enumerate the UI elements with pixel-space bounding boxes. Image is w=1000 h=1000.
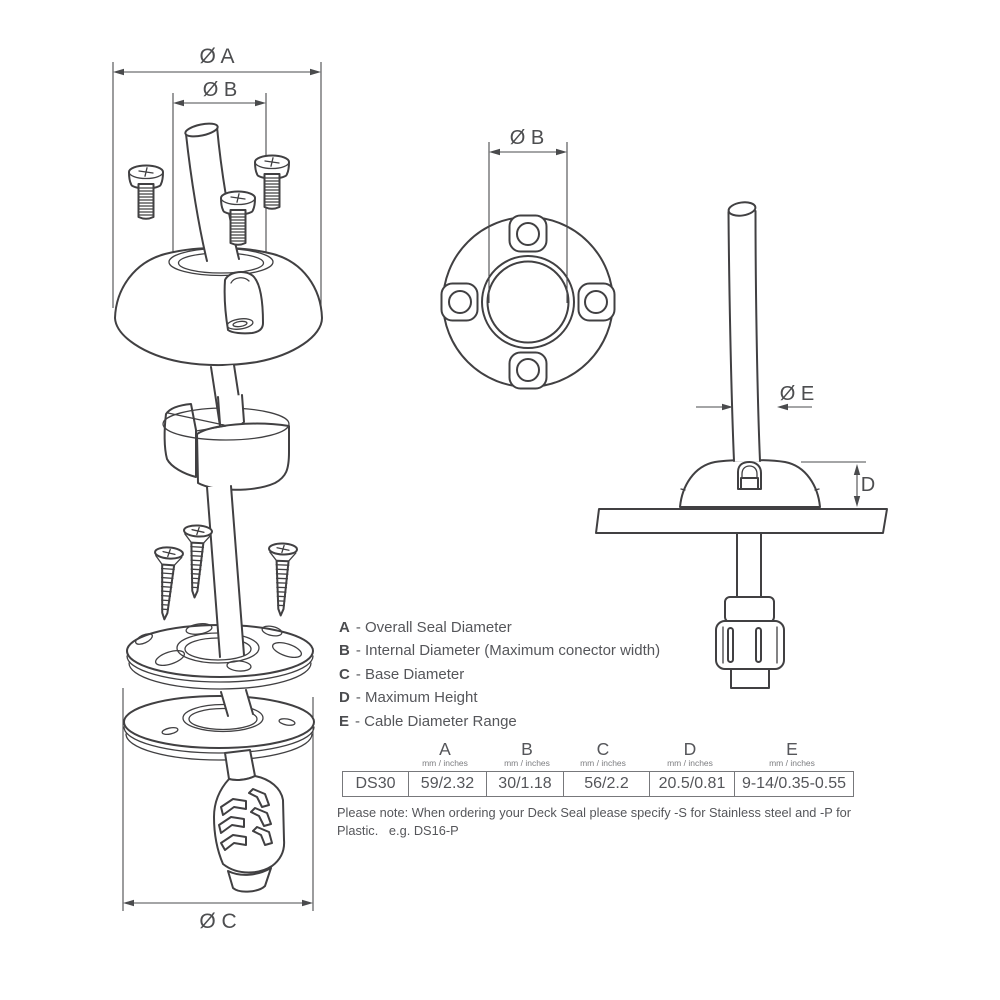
column-unit: mm / inches [504,758,550,768]
spec-table: A mm / inches B mm / inches C mm / inche… [342,739,854,797]
screw-tab-left [440,282,479,322]
dimension-lines-left [112,62,322,911]
gasket-disc [123,689,315,761]
legend-letter: B [339,642,350,660]
top-view [440,142,616,390]
tapping-screw-middle [179,523,214,600]
legend-letter: C [339,665,350,683]
dimension-lines-sideview [696,403,866,507]
value-cell-d: 20.5/0.81 [649,772,734,796]
cable-through-flange [206,485,245,658]
legend-item-a: A - Overall Seal Diameter [339,616,660,639]
dim-label-internal-diameter-topview: Ø B [510,127,544,149]
exploded-view [114,122,323,893]
model-cell: DS30 [355,775,396,792]
dim-label-cable-diameter: Ø E [780,383,814,405]
legend-desc: - Cable Diameter Range [355,712,517,730]
column-letter: D [683,739,697,759]
screw-tab-right [577,282,616,322]
dome-snout [223,271,264,335]
value-cell-a: 59/2.32 [408,772,486,796]
value-cell-c: 56/2.2 [563,772,649,796]
dimension-lines-topview [488,142,568,303]
legend-item-b: B - Internal Diameter (Maximum conector … [339,639,660,662]
value-cell-e: 9-14/0.35-0.55 [734,772,853,796]
deck-board [595,508,888,534]
tapping-screw-left [149,545,185,622]
column-letter: B [521,739,533,759]
legend-desc: - Overall Seal Diameter [355,619,512,636]
side-view [595,201,888,689]
legend-item-c: C - Base Diameter [339,663,660,686]
side-cable [727,201,761,462]
column-header-e: E mm / inches [744,739,840,768]
spec-table-header: A mm / inches B mm / inches C mm / inche… [342,739,854,771]
dome-cap [114,247,323,366]
dim-label-overall-diameter: Ø A [199,45,234,68]
column-unit: mm / inches [580,758,626,768]
column-header-d: D mm / inches [642,739,738,768]
dim-label-internal-diameter: Ø B [203,79,237,101]
connector-boot [213,749,286,893]
tapping-screw-right [265,542,299,617]
legend-letter: A [339,619,350,636]
note-line-2: Plastic. e.g. DS16-P [337,822,459,838]
legend-item-e: E - Cable Diameter Range [339,710,660,733]
column-unit: mm / inches [667,758,713,768]
ordering-note: Please note: When ordering your Deck Sea… [337,804,889,839]
note-line-1: Please note: When ordering your Deck Sea… [337,805,852,820]
spec-table-row: DS30 59/2.32 30/1.18 56/2.2 20.5/0.81 9-… [342,771,854,797]
column-letter: C [596,739,610,759]
legend-desc: - Internal Diameter (Maximum conector wi… [355,642,661,660]
below-deck-connector [715,532,785,689]
knurled-nut [715,620,785,670]
split-grommet [162,394,290,491]
column-header-b: B mm / inches [479,739,575,768]
legend-desc: - Maximum Height [355,689,478,707]
column-header-a: A mm / inches [397,739,493,768]
column-unit: mm / inches [422,758,468,768]
side-snout [737,461,762,490]
machine-screw-right [254,154,290,210]
screw-tab-bottom [508,351,548,390]
legend-letter: D [339,689,350,707]
machine-screw-left [128,164,164,220]
dim-label-base-diameter: Ø C [199,910,236,933]
column-letter: A [439,739,451,759]
column-header-c: C mm / inches [555,739,651,768]
screw-tab-top [508,214,548,253]
dim-label-max-height: D [861,474,875,496]
value-cell-b: 30/1.18 [486,772,563,796]
column-letter: E [786,739,798,759]
column-unit: mm / inches [769,758,815,768]
legend-letter: E [339,712,350,730]
legend-item-d: D - Maximum Height [339,686,660,709]
legend-desc: - Base Diameter [355,665,465,683]
dimension-legend: A - Overall Seal Diameter B - Internal D… [339,616,660,733]
